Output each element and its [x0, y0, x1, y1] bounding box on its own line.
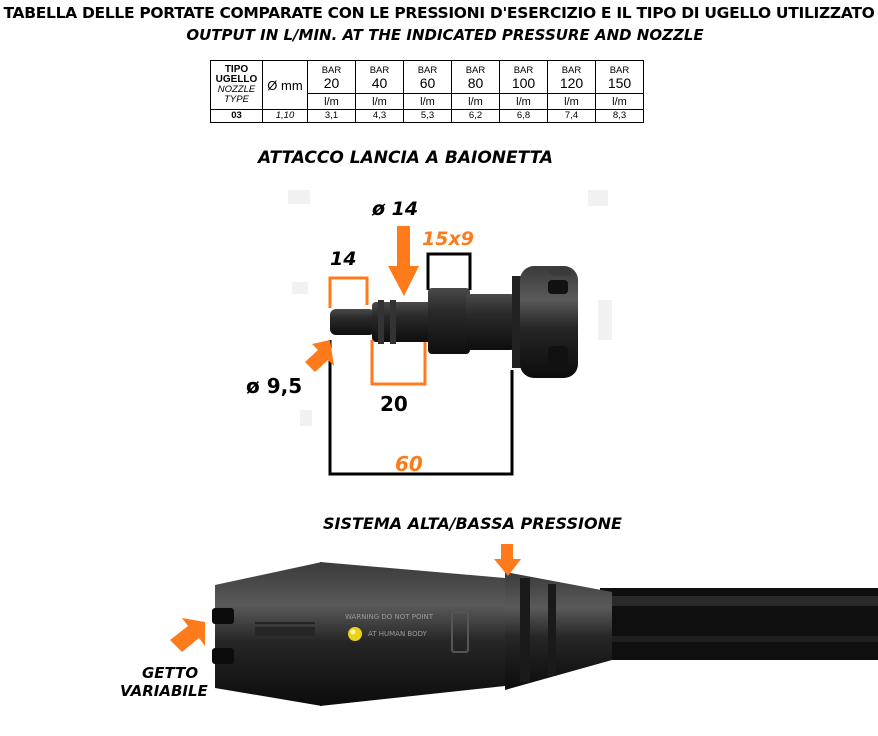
nozzle-type-header-line4: TYPE — [224, 94, 249, 105]
pressure-value: 40 — [371, 75, 388, 91]
pressure-value: 100 — [511, 75, 536, 91]
flow-value: 5,3 — [403, 109, 452, 123]
bar-label: BAR — [321, 65, 342, 76]
dim-14-label: 14 — [330, 248, 357, 270]
faint-background-marks — [288, 190, 612, 426]
dim-diameter-9-5-label: ø 9,5 — [246, 374, 303, 398]
bayonet-coupling — [330, 266, 578, 378]
dim-20-bracket — [370, 340, 427, 386]
getto-label-line1: GETTO — [142, 664, 199, 682]
bar-label: BAR — [369, 65, 390, 76]
nozzle-type-header-line3: NOZZLE — [217, 84, 256, 95]
pressure-value: 80 — [467, 75, 484, 91]
nozzle-type-header-line2: UGELLO — [215, 74, 258, 85]
lance-assembly — [212, 562, 878, 706]
dim-15x9-bracket — [426, 252, 472, 290]
pressure-value: 150 — [607, 75, 632, 91]
page-title-english: OUTPUT IN L/MIN. AT THE INDICATED PRESSU… — [186, 26, 704, 44]
pressure-value: 60 — [419, 75, 436, 91]
diameter-header: Ø mm — [262, 60, 308, 110]
warning-text-line2: AT HUMAN BODY — [368, 630, 427, 638]
dim-60-bracket — [328, 340, 514, 476]
table-row: 03 1,10 3,1 4,3 5,3 6,2 6,8 7,4 8,3 — [210, 109, 644, 123]
unit-cell: l/m — [403, 93, 452, 110]
dim-20-label: 20 — [380, 392, 408, 416]
nozzle-type-header-line1: TIPO — [224, 64, 249, 75]
bar-label: BAR — [417, 65, 438, 76]
arrow-down-icon — [388, 226, 419, 296]
dim-14-bracket — [328, 276, 369, 308]
warning-text-line1: WARNING DO NOT POINT — [345, 613, 434, 621]
nozzle-type-header: TIPO UGELLO NOZZLE TYPE — [210, 60, 263, 110]
page-title-italian: TABELLA DELLE PORTATE COMPARATE CON LE P… — [3, 4, 875, 22]
arrow-diagonal-icon — [170, 618, 205, 652]
pressure-value: 120 — [559, 75, 584, 91]
arrow-down-icon — [494, 544, 521, 576]
flow-value: 8,3 — [595, 109, 644, 123]
dim-15x9-label: 15x9 — [422, 228, 474, 250]
unit-cell: l/m — [451, 93, 500, 110]
getto-label-line2: VARIABILE — [120, 682, 208, 700]
unit-cell: l/m — [499, 93, 548, 110]
dim-60-label: 60 — [395, 452, 423, 476]
bar-label: BAR — [561, 65, 582, 76]
bayonet-heading: ATTACCO LANCIA A BAIONETTA — [258, 148, 554, 168]
bar-label: BAR — [513, 65, 534, 76]
bar-label: BAR — [609, 65, 630, 76]
pressure-system-heading: SISTEMA ALTA/BASSA PRESSIONE — [323, 514, 622, 533]
dim-diameter-14-label: ø 14 — [372, 198, 419, 220]
arrow-diagonal-icon — [305, 340, 334, 372]
flow-value: 4,3 — [355, 109, 404, 123]
bar-label: BAR — [465, 65, 486, 76]
nozzle-type-value: 03 — [210, 109, 263, 123]
pressure-value: 20 — [323, 75, 340, 91]
